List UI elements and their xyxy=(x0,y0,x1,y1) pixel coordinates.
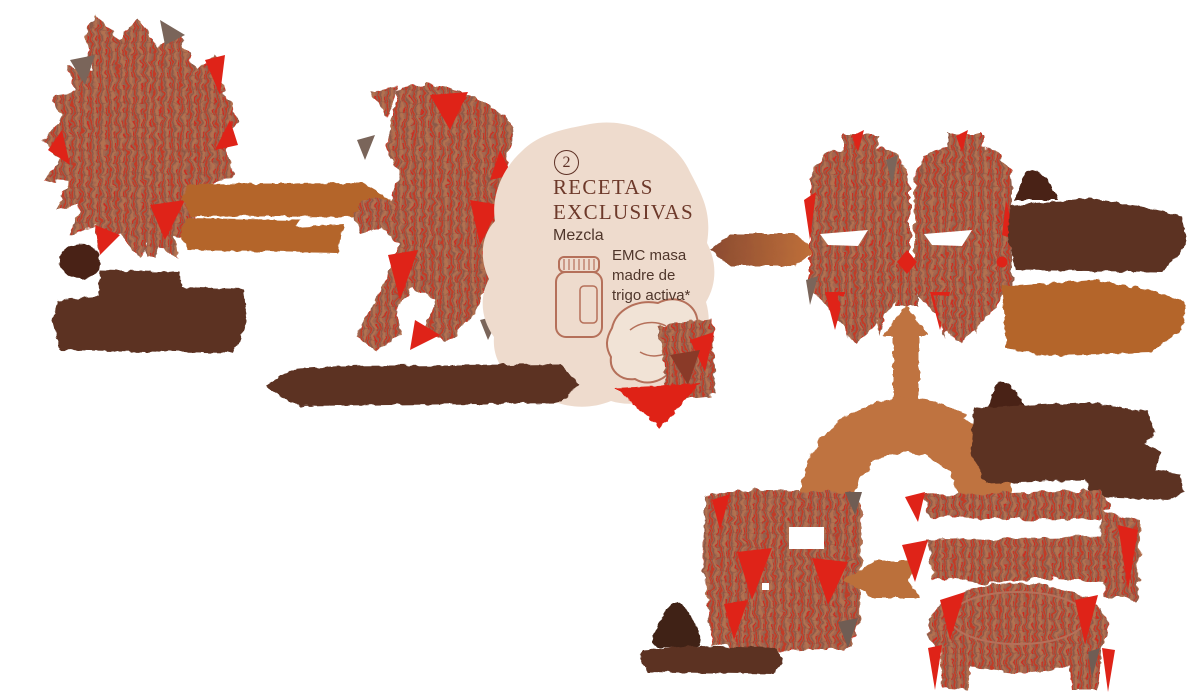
arrow-caption-blob xyxy=(180,218,344,253)
hand-kneading-dough-icon xyxy=(606,298,715,428)
oven-label-icon xyxy=(652,602,701,648)
dough-proofing-basket-illustration xyxy=(902,490,1140,692)
sourdough-starter-jar-icon xyxy=(555,256,603,338)
oven-label-text-blob xyxy=(640,646,783,674)
fermentation-tanks-illustration xyxy=(804,130,1016,344)
tanks-label-orange-blob xyxy=(1002,280,1186,356)
connector-arrow xyxy=(709,234,816,266)
oven-label xyxy=(640,602,783,674)
step4-label xyxy=(971,381,1183,500)
flow-arch-arrow xyxy=(799,305,1013,505)
tanks-label-dark-blob xyxy=(1008,198,1186,272)
step1-text-blob xyxy=(52,270,247,353)
tanks-label-icon xyxy=(1014,170,1058,200)
tanks-label xyxy=(996,170,1186,356)
arrow-basket-to-oven xyxy=(843,561,921,598)
arrow-wheat-to-miller xyxy=(180,183,391,253)
bread-oven-illustration xyxy=(703,490,862,652)
step1-label xyxy=(52,243,247,353)
step1-icon xyxy=(58,243,101,279)
step4-text-blob xyxy=(971,402,1183,500)
red-dot xyxy=(996,256,1008,268)
footnote-text-blob xyxy=(266,364,579,406)
